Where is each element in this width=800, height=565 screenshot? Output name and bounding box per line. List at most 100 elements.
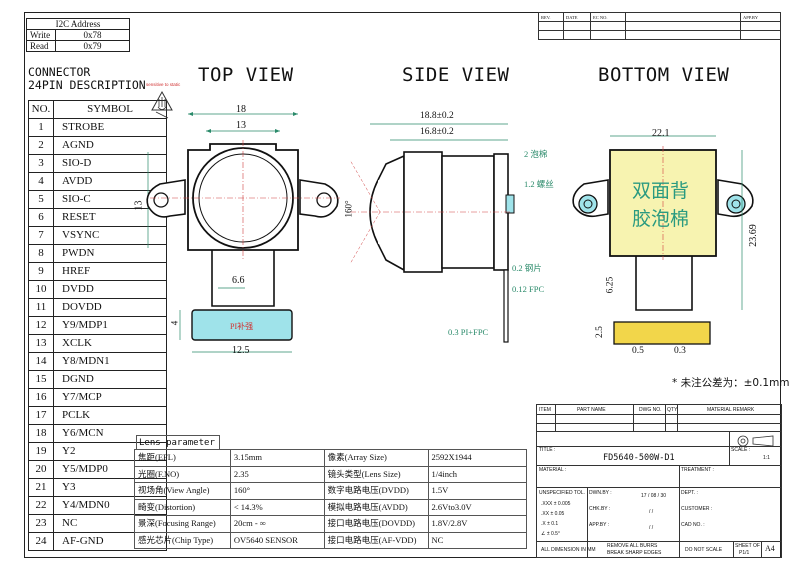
tb-material-label: MATERIAL : — [539, 467, 567, 473]
tb-all-dimension: ALL DIMENSION IN MM — [541, 547, 596, 553]
bottom-label-line2: 胶泡棉 — [632, 209, 690, 230]
pin-symbol: Y8/MDN1 — [53, 352, 167, 371]
tb-tol-row-2: .XX ± 0.05 — [541, 511, 565, 517]
esd-hand-icon — [151, 90, 173, 119]
pin-symbol: DVDD — [53, 280, 167, 299]
pin-symbol: DGND — [53, 370, 167, 389]
pin-number: 17 — [28, 406, 54, 425]
lens-cell-v1: 3.15mm — [229, 449, 325, 467]
rev-header-date: DATE — [563, 12, 591, 22]
lens-cell-k1: 景深(Focusing Range) — [134, 515, 231, 533]
revision-table: REV. DATE EC NO. APP.BY — [538, 12, 781, 40]
tb-chk-date: / / — [649, 509, 654, 515]
bottom-view-title: BOTTOM VIEW — [598, 64, 730, 86]
pin-number: 12 — [28, 316, 54, 335]
tb-dept: DEPT. : — [681, 490, 698, 496]
tb-cad-no: CAD NO. : — [681, 522, 705, 528]
lens-parameter-title: Lens parameter — [136, 435, 220, 450]
lens-cell-k1: 焦距(EFL) — [134, 449, 231, 467]
lens-cell-v2: 2.6Vto3.0V — [427, 498, 528, 516]
lens-row: 畸变(Distortion)< 14.3%模拟电路电压(AVDD)2.6Vto3… — [134, 498, 528, 516]
lens-cell-v2: 1.5V — [427, 482, 528, 500]
tb-break-edges: BREAK SHARP EDGES — [607, 550, 662, 556]
tolerance-note: * 未注公差为：±0.1mm — [672, 377, 790, 389]
tb-item: ITEM — [539, 407, 551, 413]
pin-number: 18 — [28, 424, 54, 443]
side-view-drawing — [349, 123, 515, 343]
top-view-drawing — [146, 112, 340, 353]
lens-cell-v1: 2.35 — [229, 465, 325, 483]
tb-customer: CUSTOMER : — [681, 506, 713, 512]
title-block: ITEM PART NAME DWG NO. QTY MATERIAL REMA… — [536, 404, 782, 558]
bottom-dim-height: 23.69 — [747, 224, 759, 247]
pin-number: 15 — [28, 370, 54, 389]
i2c-write-value: 0x78 — [55, 29, 130, 41]
side-label-thread: 1.2 螺丝 — [524, 179, 554, 189]
bottom-dim-connector-height: 2.5 — [594, 326, 605, 338]
lens-cell-v2: 1.8V/2.8V — [427, 515, 528, 533]
bottom-view-drawing — [572, 135, 754, 345]
i2c-read-value: 0x79 — [55, 40, 130, 52]
lens-cell-k1: 畸变(Distortion) — [134, 498, 231, 516]
lens-cell-v2: 1/4inch — [427, 465, 528, 483]
side-label-foam: 2 泡棉 — [524, 149, 548, 159]
top-dim-flex-offset: 6.6 — [232, 275, 245, 286]
bottom-dim-flex-length: 6.25 — [605, 276, 616, 294]
pin-number: 1 — [28, 118, 54, 137]
drawing-frame — [24, 12, 781, 558]
pin-number: 7 — [28, 226, 54, 245]
pin-number: 11 — [28, 298, 54, 317]
i2c-address-table: I2C Address Write 0x78 Read 0x79 — [26, 18, 130, 52]
connector-title-line2: 24PIN DESCRIPTION — [28, 78, 146, 92]
pin-number: 10 — [28, 280, 54, 299]
tb-unspecified-tol: UNSPECIFIED TOL. — [539, 490, 585, 496]
lens-cell-v2: NC — [427, 531, 528, 549]
side-view-title: SIDE VIEW — [402, 64, 510, 86]
bottom-label-line1: 双面背 — [632, 181, 690, 202]
tb-treatment-label: TREATMENT : — [681, 467, 714, 473]
lens-cell-v1: 160° — [229, 482, 325, 500]
tb-tol-row-1: .XXX ± 0.005 — [541, 501, 571, 507]
lens-cell-k1: 视场角(View Angle) — [134, 482, 231, 500]
top-view-title: TOP VIEW — [198, 64, 294, 86]
bottom-dim-width: 22.1 — [652, 128, 670, 139]
pin-number: 14 — [28, 352, 54, 371]
lens-row: 景深(Focusing Range)20cm - ∞接口电路电压(DOVDD)1… — [134, 515, 528, 533]
lens-cell-v2: 2592X1944 — [427, 449, 528, 467]
pin-symbol: HREF — [53, 262, 167, 281]
lens-cell-k1: 光圈(F.NO) — [134, 465, 231, 483]
pin-number: 2 — [28, 136, 54, 155]
pin-number: 3 — [28, 154, 54, 173]
pin-number: 21 — [28, 478, 54, 497]
lens-cell-k1: 感光芯片(Chip Type) — [134, 531, 231, 549]
tb-dwn-date: 17 / 08 / 30 — [641, 493, 667, 499]
tb-tol-row-4: ∠ ± 0.5° — [541, 531, 560, 537]
pin-symbol: SIO-C — [53, 190, 167, 209]
pin-number: 23 — [28, 514, 54, 533]
tb-tol-row-3: .X ± 0.1 — [541, 521, 559, 527]
rev-header-rev: REV. — [538, 12, 564, 22]
rev-header-desc — [625, 12, 741, 22]
side-label-pi-fpc: 0.3 PI+FPC — [448, 327, 489, 337]
tb-app-date: / / — [649, 525, 654, 531]
lens-cell-k2: 数字电路电压(DVDD) — [323, 482, 429, 500]
top-dim-width-outer: 18 — [236, 104, 246, 115]
top-dim-stiffener-height: 4 — [169, 320, 180, 326]
projection-symbol-icon — [737, 435, 774, 447]
pin-number: 4 — [28, 172, 54, 191]
tb-scale-label: SCALE : — [731, 447, 751, 453]
lens-cell-k2: 接口电路电压(AF-VDD) — [323, 531, 429, 549]
tb-title-label: TITLE : — [539, 447, 556, 453]
rev-header-appby: APP.BY — [740, 12, 781, 22]
lens-cell-k2: 像素(Array Size) — [323, 449, 429, 467]
pin-number: 22 — [28, 496, 54, 515]
tb-part-name: PART NAME — [577, 407, 606, 413]
pin-number: 8 — [28, 244, 54, 263]
